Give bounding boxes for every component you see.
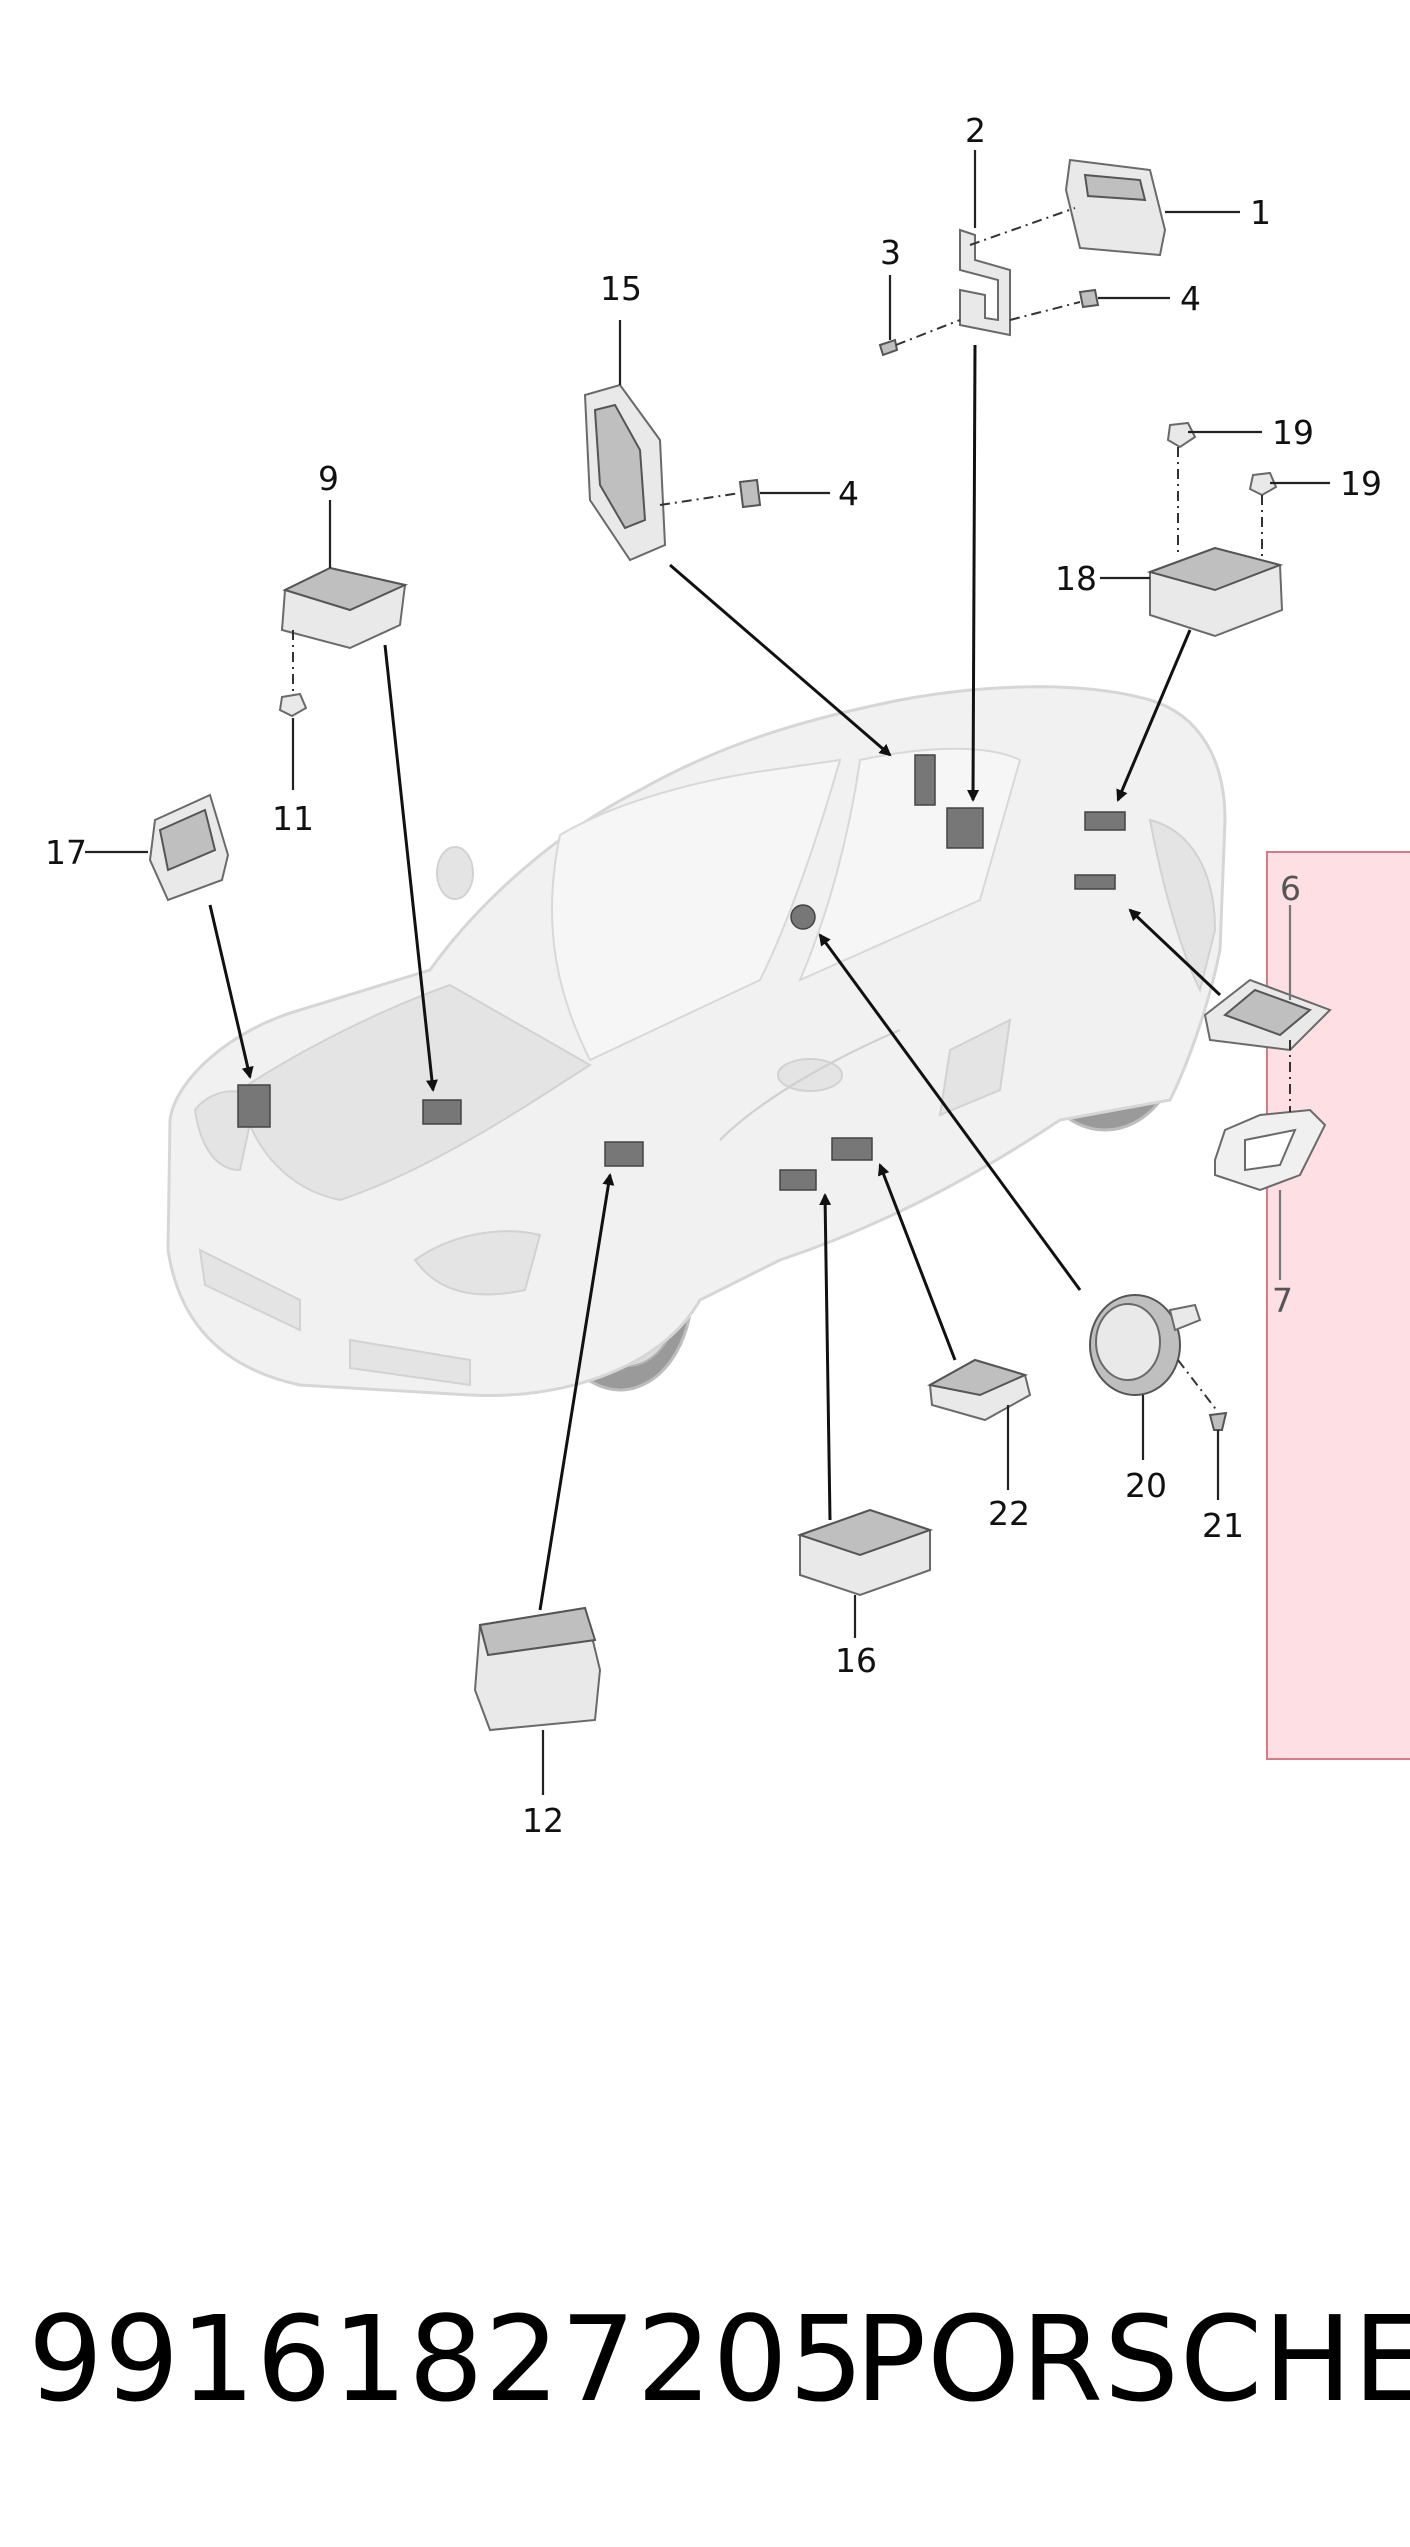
part-4-clip-upper: [1078, 288, 1100, 309]
car-illustration: [166, 685, 1227, 1398]
part-4-clip-lower: [738, 478, 762, 509]
callout-17: 17: [45, 833, 87, 872]
leader-lines: [85, 150, 1330, 1795]
callout-9: 9: [318, 459, 339, 498]
part-22-module: [927, 1358, 1032, 1422]
part-18-control-unit: [1146, 546, 1284, 638]
callout-22: 22: [988, 1494, 1030, 1533]
part-20-horn: [1089, 1294, 1202, 1396]
callout-labels: 1 2 3 4 4 6 7 9 11 12 15 16 17 18 19 19 …: [45, 111, 1382, 1840]
callout-18: 18: [1055, 559, 1097, 598]
callout-11: 11: [272, 799, 314, 838]
part-number: 99161827205: [28, 2290, 865, 2428]
callout-2: 2: [965, 111, 986, 150]
callout-4-lower: 4: [838, 474, 859, 513]
callout-3: 3: [880, 233, 901, 272]
callout-16: 16: [835, 1641, 877, 1680]
callout-20: 20: [1125, 1466, 1167, 1505]
part-9-module: [280, 566, 409, 650]
part-7-bracket: [1214, 1108, 1327, 1192]
part-16-control-unit: [796, 1508, 934, 1597]
part-12-control-unit: [473, 1606, 602, 1732]
part-3-screw: [878, 338, 899, 357]
callout-4-upper: 4: [1180, 279, 1201, 318]
part-17-control-unit: [148, 793, 230, 902]
callout-7: 7: [1272, 1281, 1293, 1320]
part-19-nut-a: [1166, 421, 1197, 449]
callout-15: 15: [600, 269, 642, 308]
part-2-bracket: [959, 228, 1011, 337]
part-11-nut: [278, 692, 308, 718]
part-21-screw: [1208, 1411, 1228, 1431]
callout-19-a: 19: [1272, 413, 1314, 452]
part-19-nut-b: [1248, 471, 1278, 497]
part-6-module: [1203, 978, 1332, 1052]
part-1-module: [1064, 158, 1167, 257]
callout-6: 6: [1280, 869, 1301, 908]
callout-21: 21: [1202, 1506, 1244, 1545]
callout-1: 1: [1250, 193, 1271, 232]
part-15-control-unit: [583, 383, 667, 562]
brand-name: PORSCHE: [855, 2290, 1410, 2428]
callout-12: 12: [522, 1801, 564, 1840]
callout-19-b: 19: [1340, 464, 1382, 503]
